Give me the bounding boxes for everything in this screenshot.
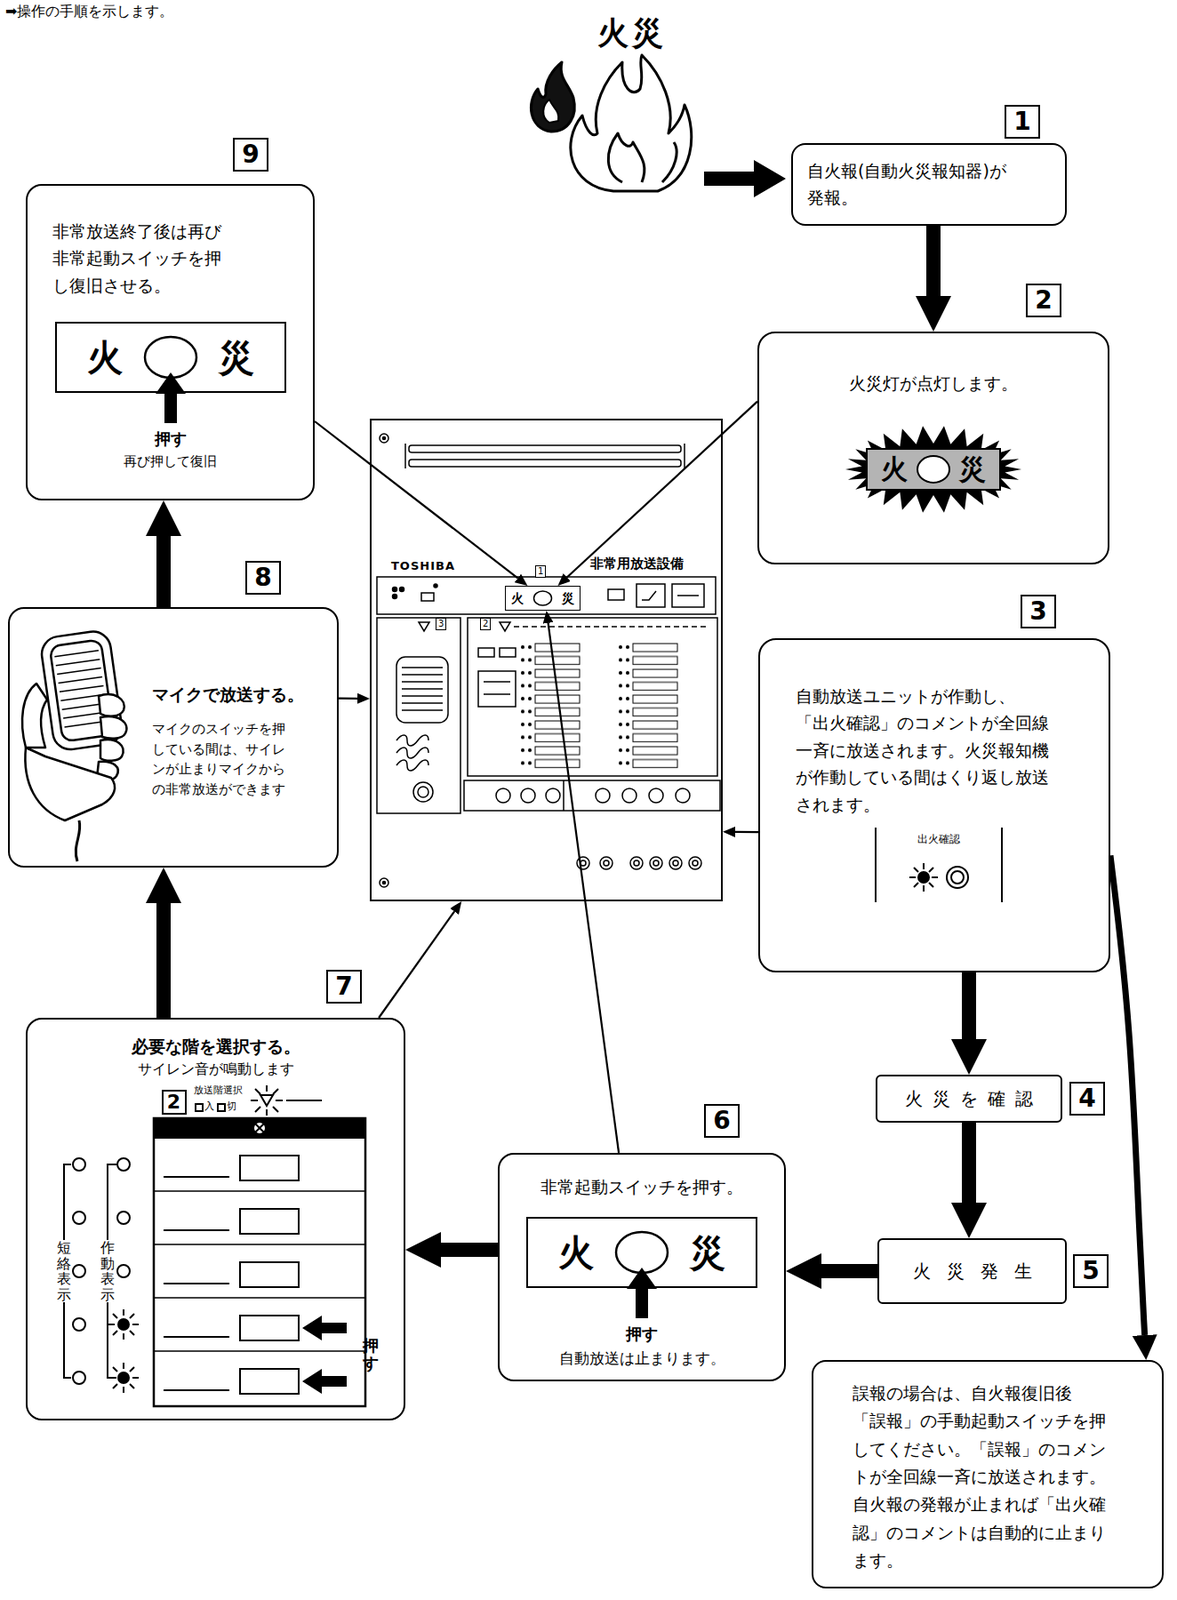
step-text: 自動放送ユニットが作動し、 「出火確認」のコメントが全回線 一斉に放送されます。… bbox=[795, 682, 1059, 818]
vertical-label: 作動表示 bbox=[100, 1240, 115, 1303]
brand-name: TOSHIBA bbox=[391, 559, 456, 573]
panel-caption: 放送階選択 bbox=[193, 1084, 243, 1097]
note-box: 誤報の場合は、自火報復旧後 「誤報」の手動起動スイッチを押 してください。「誤報… bbox=[811, 1360, 1164, 1589]
callout-number: 6 bbox=[704, 1104, 740, 1138]
hand-microphone-figure bbox=[9, 614, 148, 864]
note-text: マイクのスイッチを押 している間は、サイレ ンが止まりマイクから の非常放送がで… bbox=[152, 719, 291, 800]
flow-arrow bbox=[704, 160, 786, 198]
leader-arrow bbox=[378, 911, 455, 1018]
flow-arrow bbox=[926, 225, 941, 297]
switch-label: 災 bbox=[689, 1234, 726, 1271]
note-text: 自動放送は止まります。 bbox=[559, 1348, 726, 1370]
note-text: 再び押して復旧 bbox=[123, 453, 217, 471]
step-text: 必要な階を選択する。 bbox=[131, 1035, 301, 1059]
step-box: 火災を確認4 bbox=[875, 1074, 1063, 1123]
switch-label: 火 bbox=[558, 1234, 594, 1271]
step-box: 火災発生5 bbox=[877, 1238, 1067, 1305]
control-panel: TOSHIBA非常用放送設備火災 bbox=[369, 418, 723, 902]
step-text: 火災発生 bbox=[912, 1259, 1049, 1284]
flow-arrow bbox=[156, 903, 171, 1018]
callout-number: 7 bbox=[326, 969, 362, 1004]
action-label: 押す bbox=[625, 1323, 658, 1346]
switch-label: 災 bbox=[218, 339, 255, 376]
callout-number: 2 bbox=[1025, 283, 1062, 318]
push-switch: 火災 bbox=[55, 321, 287, 393]
step-box: 8マイクで放送する。マイクのスイッチを押 している間は、サイレ ンが止まりマイク… bbox=[8, 607, 339, 868]
leader-arrow bbox=[735, 831, 759, 833]
switch-label: 災 bbox=[561, 592, 575, 605]
diagram-title: 火災 bbox=[597, 12, 667, 55]
flow-arrow bbox=[440, 1242, 498, 1258]
lamp-label: 火 bbox=[880, 456, 908, 483]
panel-marker: 2 bbox=[480, 617, 491, 631]
lamp-label: 災 bbox=[959, 456, 986, 483]
step-box: 1自火報(自動火災報知器)が 発報。 bbox=[791, 143, 1067, 226]
callout-number: 9 bbox=[232, 137, 269, 172]
callout-number: 4 bbox=[1069, 1081, 1105, 1116]
panel-marker: 3 bbox=[435, 617, 447, 631]
note-text: サイレン音が鳴動します bbox=[137, 1060, 295, 1080]
callout-number: 8 bbox=[245, 560, 281, 595]
push-switch: 火災 bbox=[526, 1217, 758, 1289]
switch-state: 入 bbox=[204, 1101, 215, 1112]
leader-arrow bbox=[314, 421, 518, 578]
step-text: マイクで放送する。 bbox=[152, 683, 305, 707]
fire-lamp: 火災 bbox=[866, 448, 1001, 490]
callout-number: 3 bbox=[1020, 594, 1057, 629]
figure-frame: 2放送階選択入切短絡表示作動表示押す bbox=[28, 1088, 404, 1410]
flow-arrow bbox=[961, 1122, 977, 1203]
step-text: 火災を確認 bbox=[904, 1087, 1043, 1112]
switch-state: 切 bbox=[226, 1101, 237, 1112]
leader-arrow bbox=[338, 696, 358, 699]
step-text: 非常起動スイッチを押す。 bbox=[540, 1176, 744, 1200]
floor-selector-figure bbox=[28, 1088, 404, 1410]
flow-arrow bbox=[961, 972, 977, 1040]
flame-drawing bbox=[530, 55, 691, 192]
callout-number: 1 bbox=[1004, 104, 1041, 139]
indicator-label: 出火確認 bbox=[917, 832, 961, 848]
flow-arrow bbox=[156, 536, 171, 608]
step-text: 火災灯が点灯します。 bbox=[848, 372, 1018, 396]
step-box: 3自動放送ユニットが作動し、 「出火確認」のコメントが全回線 一斉に放送されます… bbox=[758, 638, 1111, 973]
step-box: 7必要な階を選択する。サイレン音が鳴動します bbox=[25, 1017, 406, 1421]
step-text: 自火報(自動火災報知器)が 発報。 bbox=[807, 157, 1020, 212]
switch-label: 火 bbox=[511, 592, 524, 605]
note-text: 誤報の場合は、自火報復旧後 「誤報」の手動起動スイッチを押 してください。「誤報… bbox=[852, 1379, 1116, 1575]
leader-arrow bbox=[548, 623, 619, 1153]
vertical-label: 押す bbox=[362, 1337, 379, 1373]
step-box: 2火災灯が点灯します。火災 bbox=[757, 331, 1110, 565]
action-label: 押す bbox=[154, 428, 187, 450]
step-box: 6非常起動スイッチを押す。押す自動放送は止まります。火災 bbox=[497, 1152, 786, 1382]
panel-drawing bbox=[376, 433, 721, 888]
callout-number: 5 bbox=[1072, 1254, 1109, 1289]
flow-arrow bbox=[821, 1264, 878, 1279]
branch-arrow bbox=[1110, 855, 1145, 1336]
callout-number: 2 bbox=[161, 1089, 187, 1115]
vertical-label: 短絡表示 bbox=[56, 1240, 72, 1303]
panel-switch: 火災 bbox=[504, 585, 581, 611]
switch-label: 火 bbox=[87, 339, 123, 376]
step-text: 非常放送終了後は再び 非常起動スイッチを押 し復旧させる。 bbox=[52, 217, 229, 299]
leader-arrow bbox=[567, 401, 758, 578]
panel-marker: 1 bbox=[535, 565, 546, 578]
caption-note: ➡操作の手順を示します。 bbox=[5, 2, 174, 22]
step-box: 9非常放送終了後は再び 非常起動スイッチを押 し復旧させる。押す再び押して復旧火… bbox=[25, 184, 315, 501]
equipment-name: 非常用放送設備 bbox=[590, 555, 684, 573]
